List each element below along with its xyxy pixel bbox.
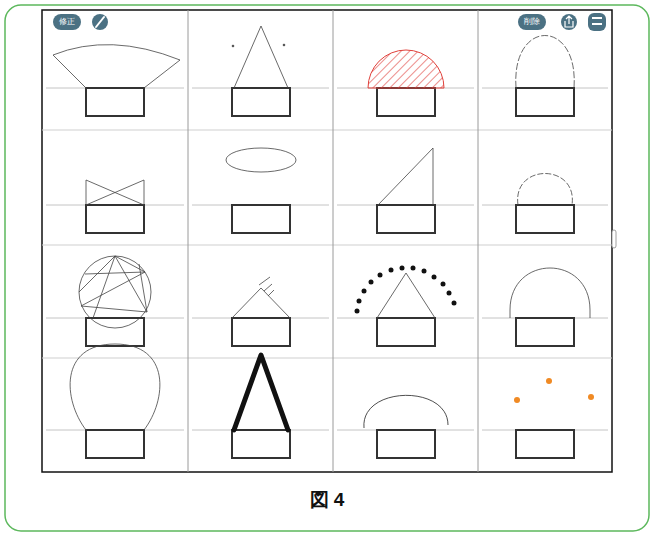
button-label: 削除 [524,18,540,26]
toolbar-button: 修正 [53,14,81,30]
figure-caption: 図 4 [310,487,345,513]
toolbar-button: 削除 [518,14,546,30]
screen-frame [42,10,612,472]
row-dividers [42,130,612,358]
side-handle [612,230,616,248]
toolbar-icons [92,13,606,31]
button-label: 修正 [59,18,75,26]
orange-points [514,378,594,403]
outer-frame [5,5,649,531]
house-bases [86,88,574,458]
baselines [46,88,608,430]
roof-drawings [53,26,590,430]
column-dividers [188,10,478,472]
